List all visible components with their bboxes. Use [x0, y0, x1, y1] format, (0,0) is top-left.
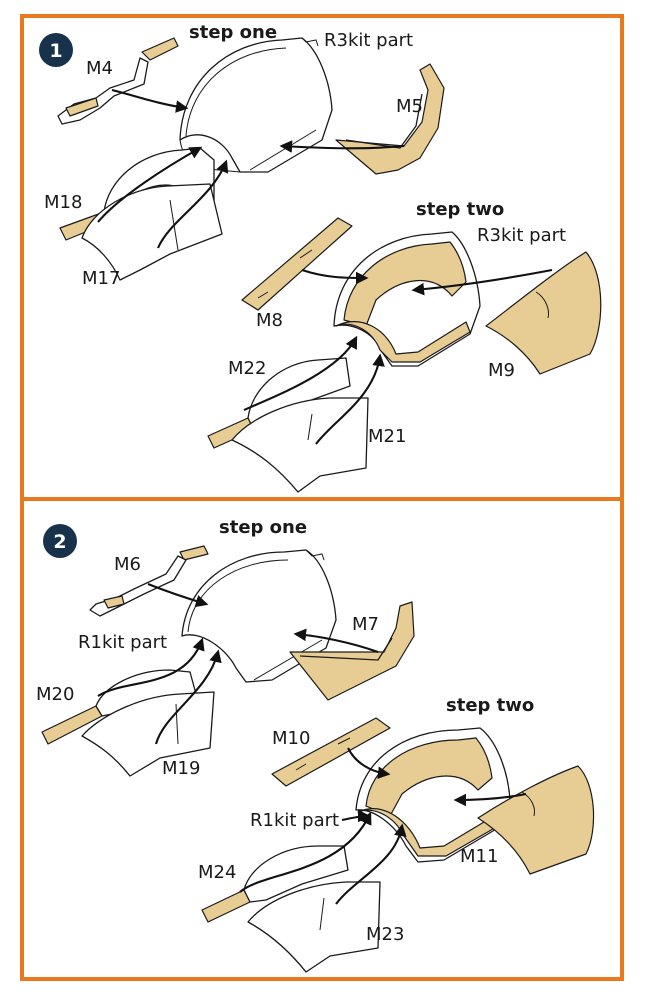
part-m6: [89, 545, 209, 617]
arrow-m8: [301, 269, 369, 285]
arrow-m24: [239, 811, 372, 893]
label-m17: M17: [82, 268, 120, 289]
part-m4: [57, 37, 179, 125]
part-m7: [289, 601, 415, 701]
panel-2: 2 step one R1kit part step two R1kit pa: [36, 517, 595, 973]
panel-2-step-two-title: step two: [446, 695, 534, 716]
panel-2-step-one-title: step one: [219, 517, 307, 538]
part-m23: [247, 881, 381, 973]
label-m20: M20: [36, 684, 74, 705]
label-m11: M11: [460, 846, 498, 867]
label-m18: M18: [44, 192, 82, 213]
kit-part-r3-step-two: [333, 231, 481, 367]
panel-2-kit-part-label: R1kit part: [78, 632, 167, 653]
label-m9: M9: [488, 360, 515, 381]
arrow-m5: [279, 140, 405, 153]
panel-1-step-two-kit-part-label: R3kit part: [477, 225, 566, 246]
label-m4: M4: [86, 58, 113, 79]
arrow-m19: [154, 649, 222, 745]
panel-1: 1 step one R3kit part: [39, 22, 602, 493]
arrow-m7: [293, 628, 379, 653]
arrow-m21: [315, 353, 385, 445]
part-m9: [485, 251, 602, 375]
label-m5: M5: [396, 96, 423, 117]
panel-1-badge-number: 1: [49, 40, 62, 62]
part-m20: [41, 669, 197, 745]
kit-part-r1-step-one: [181, 549, 337, 683]
part-m19: [81, 691, 215, 777]
kit-part-r1-step-two: [355, 727, 511, 863]
panel-2-badge: [43, 524, 77, 558]
arrow-m6: [147, 583, 209, 608]
arrow-kit-part-r1: [341, 809, 371, 823]
arrow-m9: [411, 268, 553, 296]
label-m24: M24: [198, 862, 236, 883]
panel-1-badge: [39, 33, 73, 67]
label-m23: M23: [366, 924, 404, 945]
arrow-m11: [453, 792, 527, 807]
label-m21: M21: [368, 426, 406, 447]
label-m10: M10: [272, 728, 310, 749]
panel-2-step-two-kit-part-label: R1kit part: [250, 810, 339, 831]
panel-1-step-one-title: step one: [189, 22, 277, 43]
arrow-m22: [243, 335, 358, 411]
part-m8: [241, 217, 353, 311]
arrow-m20: [97, 637, 205, 697]
panel-2-frame: [20, 497, 624, 981]
label-m22: M22: [228, 358, 266, 379]
label-m19: M19: [162, 758, 200, 779]
panel-1-kit-part-label: R3kit part: [324, 30, 413, 51]
label-m6: M6: [114, 554, 141, 575]
label-m7: M7: [352, 614, 379, 635]
arrow-m23: [335, 823, 407, 905]
arrow-m17: [157, 159, 229, 249]
arrow-m10: [347, 747, 391, 779]
panel-1-step-two-title: step two: [416, 199, 504, 220]
arrow-m4: [111, 88, 189, 113]
arrow-m18: [97, 146, 203, 223]
label-m8: M8: [256, 310, 283, 331]
part-m10: [271, 717, 391, 787]
part-m5: [335, 63, 445, 175]
panel-2-badge-number: 2: [53, 531, 66, 553]
part-m21: [231, 397, 369, 493]
